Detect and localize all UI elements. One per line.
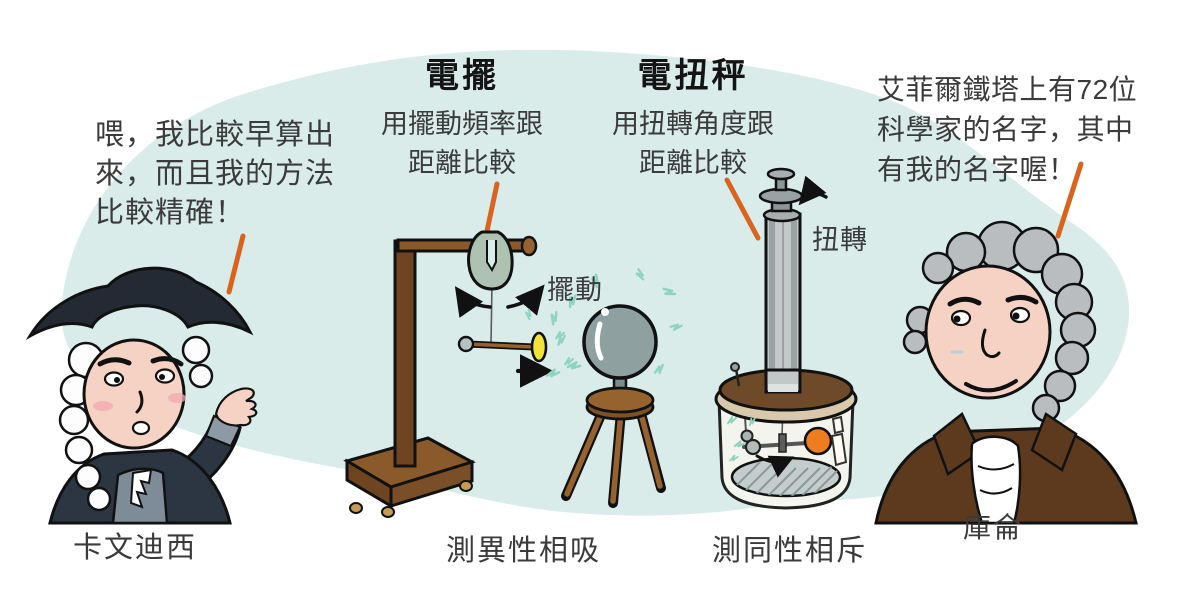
coulomb-speech: 艾菲爾鐵塔上有72位 科學家的名字，其中 有我的名字喔！ — [877, 70, 1137, 190]
torsion-charged-ball — [803, 426, 833, 456]
cavendish-figure — [25, 266, 258, 525]
torsion-caption: 測同性相斥 — [712, 535, 868, 567]
torsion-block: 電扭秤 用扭轉角度跟 距離比較 — [593, 48, 793, 183]
cavendish-name: 卡文迪西 — [73, 532, 198, 564]
twist-label: 扭轉 — [812, 225, 868, 255]
swing-label: 擺動 — [547, 275, 603, 305]
torsion-title: 電扭秤 — [637, 57, 749, 95]
torsion-balance — [714, 167, 858, 510]
cavendish-hand — [214, 387, 258, 427]
scale-strip — [830, 432, 848, 467]
torsion-desc-line: 距離比較 — [639, 148, 747, 178]
coulomb-name: 庫侖 — [963, 512, 1024, 543]
speech-line: 有我的名字喔！ — [877, 154, 1077, 185]
speech-line: 科學家的名字，其中 — [877, 114, 1134, 145]
repulsion-arrow — [755, 454, 795, 478]
leader-line-cavendish — [226, 233, 246, 295]
speech-line: 來，而且我的方法 — [95, 158, 336, 190]
leader-line-coulomb — [1055, 161, 1084, 239]
coulomb-figure — [874, 220, 1138, 525]
pendulum-desc-line: 用擺動頻率跟 — [381, 109, 543, 139]
cavendish-face — [82, 338, 186, 450]
pendulum-disc — [530, 331, 548, 363]
leader-line-torsion — [724, 177, 761, 241]
pendulum-ball — [457, 335, 475, 353]
charged-sphere — [561, 304, 666, 508]
cavendish-hat — [25, 266, 254, 341]
torsion-desc-line: 用扭轉角度跟 — [612, 109, 774, 139]
speech-line: 比較精確！ — [95, 197, 246, 229]
cavendish-speech: 喂，我比較早算出 來，而且我的方法 比較精確！ — [95, 116, 335, 233]
leader-line-pendulum — [484, 181, 500, 234]
pendulum-block: 電擺 用擺動頻率跟 距離比較 — [362, 48, 562, 183]
swing-arrows — [454, 284, 554, 388]
leader-lines — [226, 161, 1084, 295]
pendulum-title: 電擺 — [425, 57, 499, 95]
torsion-counter-ball — [744, 438, 762, 456]
scale-strip — [831, 415, 845, 435]
speech-line: 艾菲爾鐵塔上有72位 — [877, 74, 1138, 105]
pendulum-apparatus — [343, 230, 554, 518]
coulomb-hair — [902, 220, 1097, 423]
twist-arrow — [798, 175, 828, 206]
pendulum-caption: 測異性相吸 — [446, 535, 602, 567]
speech-line: 喂，我比較早算出 — [95, 119, 336, 151]
coulomb-cravat — [970, 435, 1022, 525]
coulomb-face — [924, 264, 1052, 400]
pendulum-desc-line: 距離比較 — [408, 148, 516, 178]
